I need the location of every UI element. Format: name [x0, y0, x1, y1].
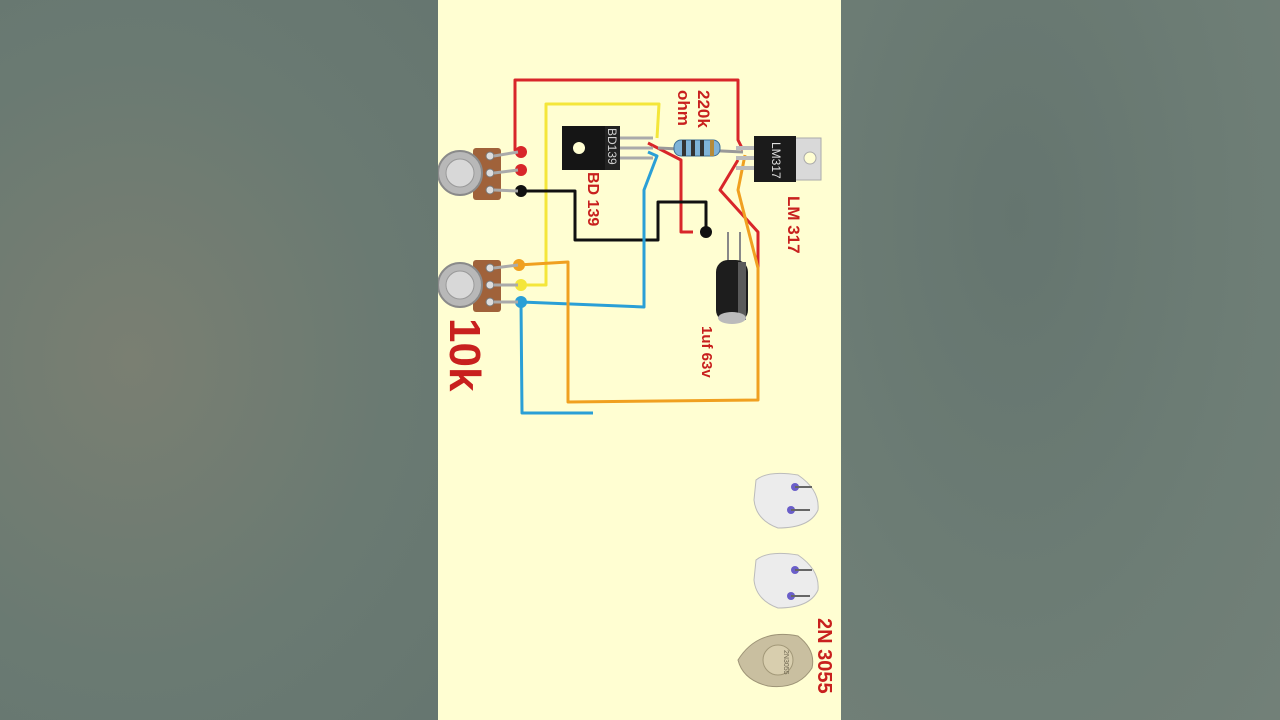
potentiometer-top	[438, 148, 519, 200]
wire-orange	[517, 154, 760, 404]
power-transistor-label: 2N 3055	[813, 618, 835, 694]
labels: 220k ohm BD 139 LM 317 1uf 63v 10k 2N 30…	[440, 90, 835, 694]
wire-red-lm317-out	[718, 159, 760, 268]
circuit-diagram: BD139 LM317	[438, 78, 835, 694]
resistor-220k	[673, 139, 721, 157]
bd139-label: BD 139	[584, 172, 601, 226]
wires	[513, 78, 760, 415]
junction-red-2	[515, 164, 527, 176]
potentiometer-bottom	[438, 260, 519, 312]
bd139-transistor: BD139	[562, 126, 653, 170]
junction-yellow	[515, 279, 527, 291]
junction-dots	[513, 146, 712, 308]
wire-yellow	[521, 102, 661, 287]
power-transistor-2	[753, 552, 819, 609]
junction-black-2	[700, 226, 712, 238]
pot-value-label: 10k	[440, 318, 489, 392]
circuit-diagram-panel: BD139 LM317	[438, 0, 841, 720]
wire-blue	[519, 150, 659, 415]
blurred-background-left	[0, 0, 438, 720]
junction-orange	[513, 259, 525, 271]
capacitor-1uf	[716, 260, 748, 324]
wire-black	[521, 189, 708, 242]
junction-black-1	[515, 185, 527, 197]
capacitor-label: 1uf 63v	[698, 326, 715, 378]
wire-red-bd139-collector	[647, 141, 693, 234]
power-transistor-3: 2N3055	[737, 633, 814, 688]
junction-red-1	[515, 146, 527, 158]
lm317-regulator: LM317	[736, 136, 822, 182]
resistor-value-label-line2: ohm	[674, 90, 693, 126]
blurred-background-right	[841, 0, 1280, 720]
resistor-value-label-line1: 220k	[694, 90, 713, 128]
junction-blue	[515, 296, 527, 308]
bd139-chip-text: BD139	[605, 128, 619, 165]
power-transistor-1	[753, 472, 819, 529]
power-transistor-marking: 2N3055	[782, 650, 789, 675]
lm317-label: LM 317	[784, 196, 803, 254]
lm317-chip-text: LM317	[769, 142, 783, 179]
